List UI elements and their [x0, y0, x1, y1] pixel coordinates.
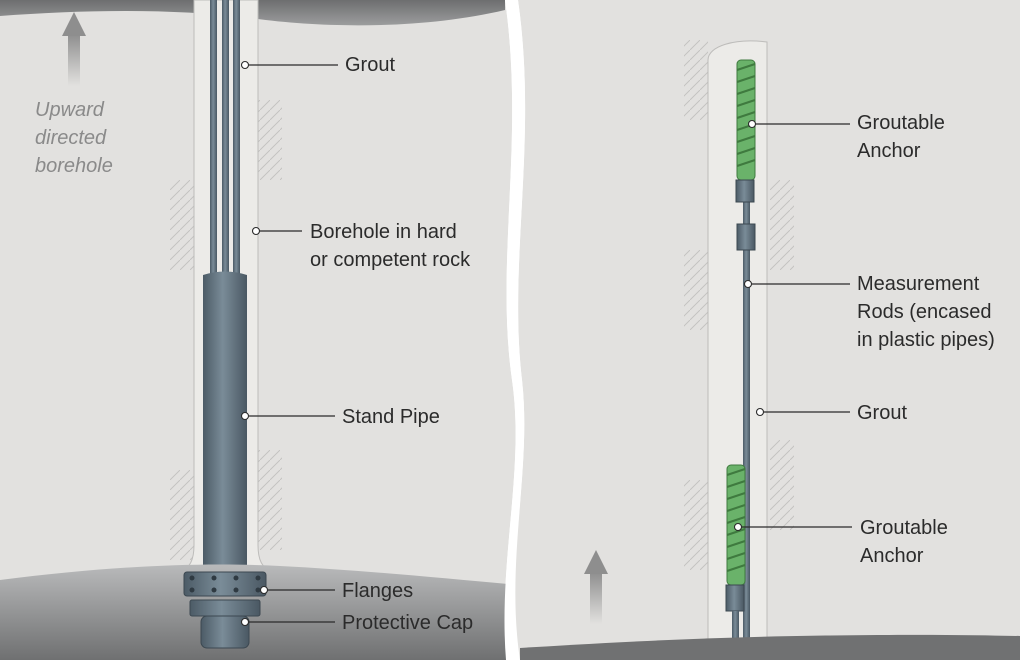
label-rods-line-2: Rods (encased [857, 301, 992, 323]
leader-dot-grout-left [240, 60, 250, 70]
hatch-right-upper [258, 100, 282, 180]
stand-pipe [203, 271, 247, 572]
upward-note-line-1: Upward [35, 99, 105, 121]
flange-upper [183, 571, 267, 597]
label-stand-pipe: Stand Pipe [342, 406, 440, 428]
label-borehole-line-2: or competent rock [310, 249, 471, 271]
leader-dot-flanges [259, 585, 269, 595]
hatch-right-panel-5 [684, 480, 708, 570]
label-anchor-top-line-1: Groutable [857, 112, 945, 134]
hatch-right-panel-3 [684, 250, 708, 330]
hatch-right-panel-2 [770, 180, 794, 270]
rod-2 [222, 0, 229, 275]
flange-bolts [189, 575, 261, 593]
upward-note-line-3: borehole [35, 155, 113, 177]
label-rods-line-3: in plastic pipes) [857, 329, 995, 351]
ground-bottom-right [520, 634, 1020, 660]
left-panel: Upward directed borehole Grout Borehole … [0, 0, 516, 660]
label-grout-left: Grout [345, 54, 395, 76]
coupler-2 [736, 223, 756, 251]
upward-note-line-2: directed [35, 127, 107, 149]
flange-lower [189, 599, 261, 617]
coupler-3 [725, 584, 745, 612]
leader-dot-rods [743, 279, 753, 289]
label-anchor-top-line-2: Anchor [857, 140, 921, 162]
label-protective-cap: Protective Cap [342, 612, 473, 634]
label-borehole-line-1: Borehole in hard [310, 221, 457, 243]
upward-arrow-right [584, 550, 608, 624]
coupler-1 [735, 179, 755, 203]
right-panel: Groutable Anchor Measurement Rods (encas… [514, 0, 1020, 660]
rod-lower [732, 611, 739, 651]
label-rods-line-1: Measurement [857, 273, 980, 295]
upward-arrow-left [62, 12, 86, 86]
label-flanges: Flanges [342, 580, 413, 602]
leader-dot-protective-cap [240, 617, 250, 627]
leader-dot-grout-right [755, 407, 765, 417]
label-anchor-bottom-line-1: Groutable [860, 517, 948, 539]
leader-dot-anchor-top [747, 119, 757, 129]
label-grout-right: Grout [857, 402, 907, 424]
label-anchor-bottom-line-2: Anchor [860, 545, 924, 567]
rod-3 [233, 0, 240, 275]
hatch-left-upper [170, 180, 194, 270]
panel-divider [504, 0, 526, 660]
leader-dot-stand-pipe [240, 411, 250, 421]
hatch-right-panel-4 [770, 440, 794, 530]
rod-1 [210, 0, 217, 275]
hatch-left-lower [170, 470, 194, 560]
hatch-right-lower [258, 450, 282, 550]
measurement-rod [743, 150, 750, 645]
protective-cap [200, 615, 250, 649]
leader-dot-anchor-bottom [733, 522, 743, 532]
hatch-right-panel-1 [684, 40, 708, 120]
leader-dot-borehole [251, 226, 261, 236]
